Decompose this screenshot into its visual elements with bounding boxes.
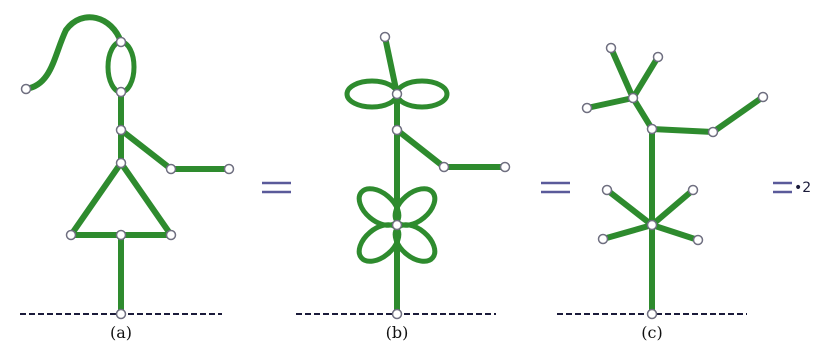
panel-a-vertex: [117, 88, 126, 97]
panel-a-vertex: [117, 310, 126, 319]
panel-b-vertex: [393, 310, 402, 319]
panel-c-edge: [587, 98, 633, 108]
panel-a-vertex: [225, 165, 234, 174]
panel-a-vertex: [117, 38, 126, 47]
equals-sign-2: [541, 183, 570, 192]
panel-c-vertex: [689, 186, 698, 195]
panel-c-edge: [652, 129, 713, 132]
panel-c-edge: [611, 48, 633, 98]
panel-c-vertex: [629, 94, 638, 103]
panel-a-vertex: [117, 159, 126, 168]
panel-b: (b): [296, 33, 510, 343]
panel-a-vertex: [167, 165, 176, 174]
panel-c-edge: [652, 190, 693, 225]
panel-c-vertex: [599, 235, 608, 244]
panel-c-vertex: [709, 128, 718, 137]
panel-b-vertex: [501, 163, 510, 172]
panel-b-vertex: [393, 90, 402, 99]
panel-b-loop: [347, 81, 397, 107]
panel-b-vertex: [440, 163, 449, 172]
panel-c-vertex: [694, 236, 703, 245]
panel-b-edge: [397, 130, 505, 167]
panel-c-vertex: [583, 104, 592, 113]
panel-b-vertex: [393, 126, 402, 135]
panel-c-vertex: [603, 186, 612, 195]
panel-b-loop: [397, 81, 447, 107]
panel-a-vertex: [117, 231, 126, 240]
panel-a-label: (a): [110, 323, 132, 342]
panel-a-edge: [121, 130, 229, 169]
panel-a-vertex: [67, 231, 76, 240]
panel-b-vertex: [393, 221, 402, 230]
panel-a-vertex: [167, 231, 176, 240]
panel-a: (a): [20, 17, 234, 342]
panel-c-edge: [603, 225, 652, 239]
panel-a-edge: [71, 163, 121, 235]
multiplier-label: •2: [794, 180, 811, 196]
panel-c-vertex: [654, 53, 663, 62]
panel-c-label: (c): [641, 323, 662, 342]
equals-sign-3: •2: [773, 180, 811, 196]
panel-c-vertex: [648, 125, 657, 134]
panel-c-edge: [713, 97, 763, 132]
panel-c-edge: [633, 57, 658, 98]
panel-c-edge: [607, 190, 652, 225]
panel-a-double-edge: [108, 42, 134, 92]
panel-c-vertex: [759, 93, 768, 102]
equals-sign-1: [262, 183, 291, 192]
panel-b-label: (b): [386, 323, 409, 342]
panel-a-vertex: [117, 126, 126, 135]
panel-c-vertex: [607, 44, 616, 53]
panel-a-edge: [121, 163, 171, 235]
panel-c-vertex: [648, 221, 657, 230]
panel-a-vertex: [22, 85, 31, 94]
panel-c-edge: [652, 225, 698, 240]
panel-b-vertex: [381, 33, 390, 42]
panel-a-hair-curve: [26, 17, 121, 89]
panel-c-vertex: [648, 310, 657, 319]
panel-c: (c): [557, 44, 768, 343]
panel-c-edge: [633, 98, 652, 129]
